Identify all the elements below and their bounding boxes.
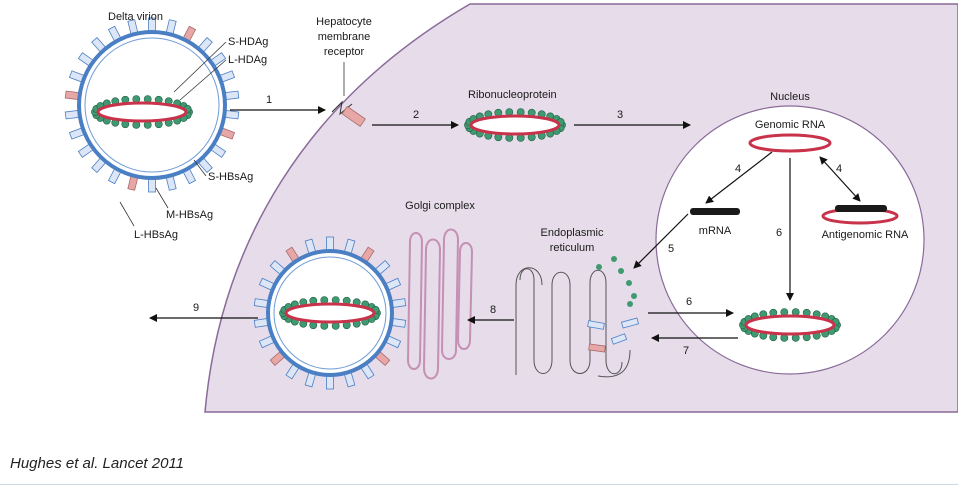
label-receptor-line1: Hepatocyte — [316, 16, 372, 28]
step-7-label: 7 — [683, 345, 689, 357]
label-er-line2: reticulum — [550, 242, 595, 254]
step-4a-label: 4 — [735, 163, 741, 175]
step-6b-label: 6 — [686, 296, 692, 308]
label-antigenomic-rna: Antigenomic RNA — [822, 229, 909, 241]
endoplasmic-reticulum-outer — [515, 267, 631, 378]
label-l-hdag: L-HDAg — [228, 54, 267, 66]
label-receptor-line2: membrane — [318, 31, 371, 43]
step-5-label: 5 — [668, 243, 674, 255]
step-4b-label: 4 — [836, 163, 842, 175]
label-er-line1: Endoplasmic — [541, 227, 604, 239]
step-6a-label: 6 — [776, 227, 782, 239]
hdv-lifecycle-diagram: Delta virion S-HDAg L-HDAg S-HBsAg M-HBs… — [64, 3, 958, 413]
mrna — [690, 208, 740, 215]
step-8-label: 8 — [490, 304, 496, 316]
genomic-rna — [748, 133, 832, 153]
label-ribonucleoprotein: Ribonucleoprotein — [468, 89, 557, 101]
label-nucleus: Nucleus — [770, 91, 810, 103]
step-2-label: 2 — [413, 109, 419, 121]
rna-genome — [469, 114, 561, 136]
label-l-hbsag: L-HBsAg — [134, 229, 178, 241]
antigenomic-rna — [821, 205, 899, 225]
rna-genome — [744, 314, 836, 336]
step-9-label: 9 — [193, 302, 199, 314]
label-m-hbsag: M-HBsAg — [166, 209, 213, 221]
released-virion — [253, 236, 407, 390]
label-s-hbsag: S-HBsAg — [208, 171, 253, 183]
pointer-l-hbsag — [119, 201, 135, 227]
arrow-step-4-antigenomic — [819, 156, 861, 202]
rna-genome — [96, 101, 188, 123]
label-delta-virion: Delta virion — [108, 11, 163, 23]
pointer-s-hbsag — [193, 159, 207, 177]
citation: Hughes et al. Lancet 2011 — [10, 455, 185, 472]
ribonucleoprotein-core — [279, 296, 381, 330]
label-receptor-line3: receptor — [324, 46, 365, 58]
bottom-divider — [0, 484, 958, 485]
label-genomic-rna: Genomic RNA — [755, 119, 826, 131]
label-s-hdag: S-HDAg — [228, 36, 268, 48]
ribonucleoprotein-core — [91, 95, 193, 129]
er-vesicles — [587, 256, 639, 353]
label-mrna: mRNA — [699, 225, 732, 237]
rna-genome — [284, 302, 376, 324]
membrane-receptor — [331, 100, 366, 127]
virion-envelope-inner — [273, 256, 387, 370]
pointer-m-hbsag — [155, 187, 169, 209]
step-3-label: 3 — [617, 109, 623, 121]
endoplasmic-reticulum — [519, 268, 623, 375]
pointer-l-hdag — [179, 59, 227, 101]
virion-envelope-inner — [84, 37, 220, 173]
delta-virion — [64, 17, 240, 193]
label-golgi: Golgi complex — [405, 200, 475, 212]
ribonucleoprotein — [464, 108, 566, 142]
golgi-complex — [406, 228, 474, 380]
new-ribonucleoprotein — [739, 308, 841, 342]
pointer-s-hdag — [173, 41, 227, 93]
step-1-label: 1 — [266, 94, 272, 106]
arrow-step-4-mrna — [705, 151, 773, 204]
arrow-step-5 — [633, 213, 689, 269]
